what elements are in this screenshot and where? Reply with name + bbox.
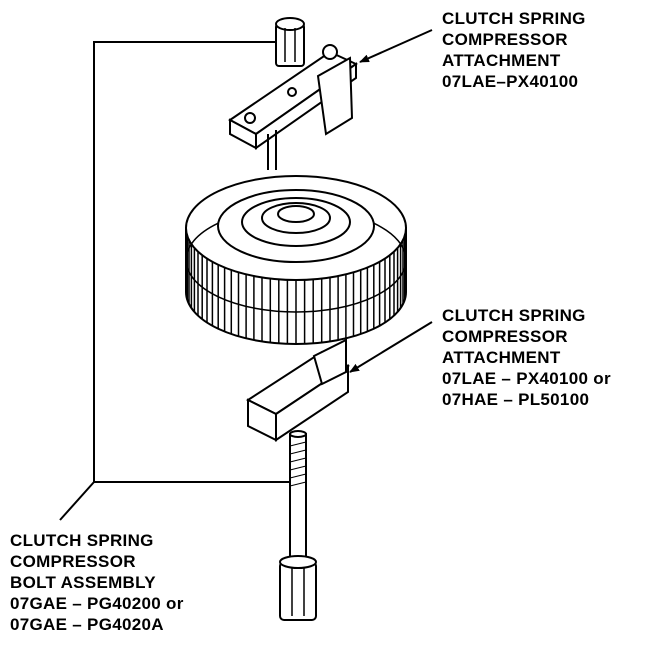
- label-line: ATTACHMENT: [442, 348, 561, 367]
- label-line: ATTACHMENT: [442, 51, 561, 70]
- label-line: CLUTCH SPRING: [442, 9, 586, 28]
- assembly-bracket-line: [59, 41, 290, 521]
- clutch-drum: [185, 175, 407, 345]
- label-line: CLUTCH SPRING: [442, 306, 586, 325]
- label-line: COMPRESSOR: [442, 327, 568, 346]
- label-line: CLUTCH SPRING: [10, 531, 154, 550]
- label-line: 07HAE – PL50100: [442, 390, 590, 409]
- label-line: BOLT ASSEMBLY: [10, 573, 156, 592]
- bottom-attachment: [245, 338, 350, 442]
- label-line: 07GAE – PG4020A: [10, 615, 164, 634]
- bottom-attachment-leader: [349, 321, 433, 373]
- bolt-assembly: [279, 430, 317, 621]
- top-nut: [275, 17, 305, 67]
- bottom-attachment-label: CLUTCH SPRING COMPRESSOR ATTACHMENT 07LA…: [442, 305, 611, 410]
- label-line: 07GAE – PG40200 or: [10, 594, 184, 613]
- label-line: 07LAE – PX40100 or: [442, 369, 611, 388]
- label-line: COMPRESSOR: [442, 30, 568, 49]
- top-attachment-label: CLUTCH SPRING COMPRESSOR ATTACHMENT 07LA…: [442, 8, 586, 92]
- top-attachment-leader: [359, 29, 433, 63]
- drum-spline-teeth: [185, 228, 407, 344]
- label-line: 07LAE–PX40100: [442, 72, 579, 91]
- top-attachment: [228, 44, 358, 170]
- label-line: COMPRESSOR: [10, 552, 136, 571]
- bolt-assembly-label: CLUTCH SPRING COMPRESSOR BOLT ASSEMBLY 0…: [10, 530, 184, 635]
